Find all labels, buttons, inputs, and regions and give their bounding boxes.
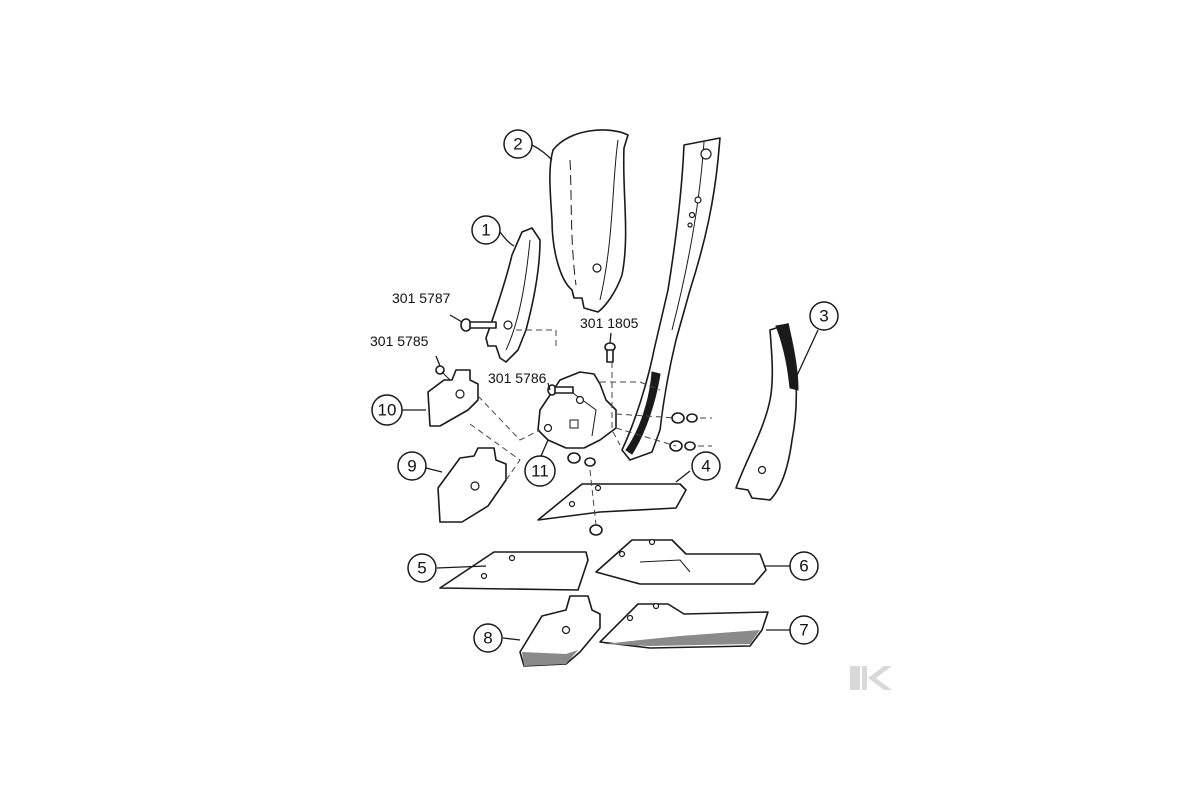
part-11-frog xyxy=(537,371,617,467)
part-number-3015787: 301 5787 xyxy=(392,290,451,306)
bolt-3015787 xyxy=(460,318,497,332)
part-9-point xyxy=(437,447,507,523)
watermark-k-logo xyxy=(850,666,892,690)
part-7-share xyxy=(599,602,769,649)
svg-text:3: 3 xyxy=(819,307,828,326)
callout-7: 7 xyxy=(789,615,819,645)
part-1-shin xyxy=(485,227,541,363)
callout-5: 5 xyxy=(407,553,437,583)
svg-text:1: 1 xyxy=(481,221,490,240)
assembly-lines xyxy=(469,329,712,526)
callout-2: 2 xyxy=(503,129,533,159)
beam-standard xyxy=(621,137,721,461)
part-number-3011805: 301 1805 xyxy=(580,315,639,331)
part-4-share xyxy=(537,483,687,521)
callout-8: 8 xyxy=(473,623,503,653)
part-3-landside xyxy=(735,323,799,501)
svg-text:2: 2 xyxy=(513,135,522,154)
part-6-share xyxy=(595,538,767,585)
callout-9: 9 xyxy=(397,451,427,481)
part-2-mouldboard xyxy=(549,129,629,313)
leader-lines xyxy=(402,144,819,641)
svg-text:8: 8 xyxy=(483,629,492,648)
callout-10: 10 xyxy=(371,394,403,426)
callout-1: 1 xyxy=(471,215,501,245)
part-8-point xyxy=(519,595,601,667)
part-number-3015786: 301 5786 xyxy=(488,370,547,386)
svg-text:11: 11 xyxy=(531,462,549,481)
nut-set xyxy=(589,412,698,536)
svg-text:7: 7 xyxy=(799,621,808,640)
bolt-3011805 xyxy=(604,342,616,363)
svg-text:10: 10 xyxy=(378,401,397,420)
svg-text:9: 9 xyxy=(407,457,416,476)
svg-text:6: 6 xyxy=(799,557,808,576)
svg-text:5: 5 xyxy=(417,559,426,578)
part-10-point xyxy=(427,365,479,427)
part-5-share xyxy=(439,551,589,591)
svg-text:4: 4 xyxy=(701,457,710,476)
callout-3: 3 xyxy=(809,301,839,331)
part-number-3015785: 301 5785 xyxy=(370,333,429,349)
callout-6: 6 xyxy=(789,551,819,581)
callout-4: 4 xyxy=(691,451,721,481)
callout-11: 11 xyxy=(524,455,556,487)
